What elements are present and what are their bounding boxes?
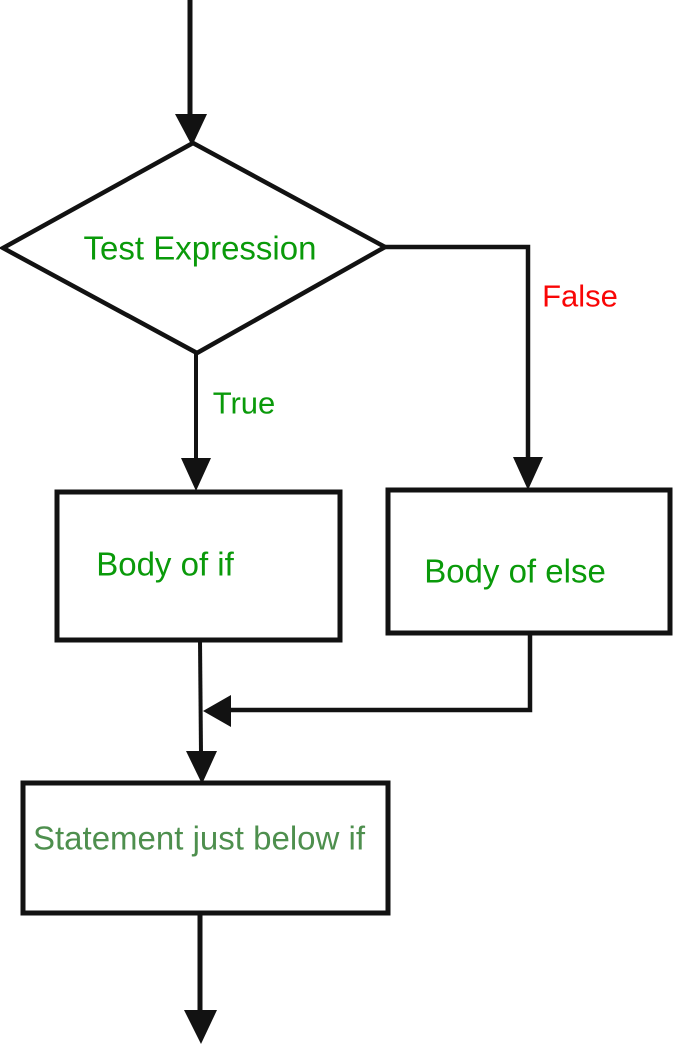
exit-arrowhead-icon — [184, 1010, 217, 1044]
false-arrowhead-icon — [513, 457, 543, 490]
true-arrowhead-icon — [181, 458, 211, 491]
statement-box — [20, 780, 391, 916]
false-branch-label: False — [542, 278, 618, 314]
statement-label: Statement just below if — [33, 819, 365, 857]
merge-left-arrowhead-icon — [203, 695, 231, 727]
true-branch-label: True — [212, 385, 276, 421]
decision-label: Test Expression — [83, 229, 317, 267]
merge-down-arrowhead-icon — [186, 751, 217, 784]
if-to-statement-edge-line — [198, 639, 203, 755]
entry-arrowhead-icon — [175, 114, 207, 146]
else-to-merge-edge-line — [231, 631, 533, 713]
body-else-label: Body of else — [424, 552, 606, 590]
false-edge-line — [383, 244, 531, 460]
body-if-box — [54, 489, 343, 643]
body-if-label: Body of if — [96, 545, 234, 583]
